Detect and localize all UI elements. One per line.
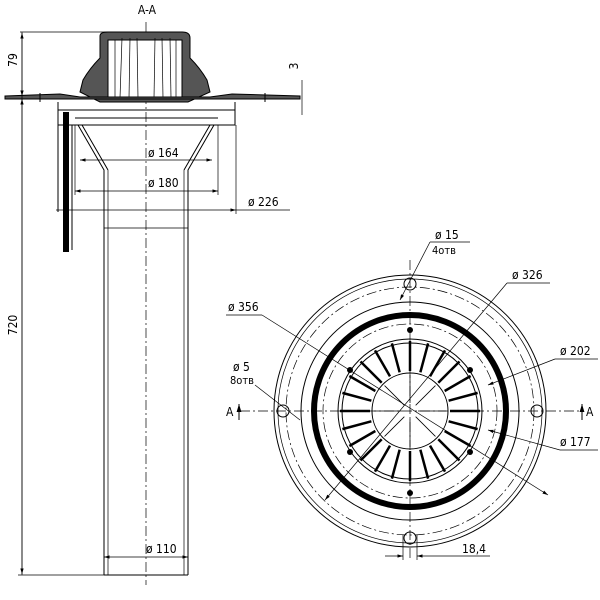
hub-spoke	[415, 385, 436, 406]
dim-d356: ø 356	[228, 300, 259, 314]
heating-cable	[63, 112, 69, 252]
dim-d164: ø 164	[148, 146, 179, 160]
dim-d5: ø 5	[233, 360, 250, 374]
grate-spoke	[444, 374, 472, 393]
grate-spoke	[437, 438, 461, 462]
dim-d177: ø 177	[560, 435, 591, 449]
section-view: A-A 79 72	[4, 3, 303, 585]
dim-d202: ø 202	[560, 344, 591, 358]
grate-spoke	[373, 349, 392, 377]
dim-d15: ø 15	[435, 228, 459, 242]
grate-spoke	[359, 360, 383, 384]
grate-spokes	[340, 341, 480, 481]
grate-spoke	[359, 438, 383, 462]
holes-4: 4отв	[432, 244, 456, 257]
grate-spoke	[390, 343, 401, 373]
mount-holes	[276, 277, 544, 545]
dim-d226: ø 226	[248, 195, 279, 209]
dim-d110: ø 110	[146, 542, 177, 556]
grate-spoke	[373, 445, 392, 473]
grate-spoke	[428, 445, 447, 473]
hub-spoke	[384, 385, 405, 406]
dome-ribs	[114, 37, 177, 99]
grate-spoke	[390, 449, 401, 479]
holes-8: 8отв	[230, 374, 254, 387]
grate-spoke	[448, 391, 478, 402]
dim-79: 79	[6, 53, 20, 67]
grate-spoke	[348, 374, 376, 393]
grate-spoke	[448, 420, 478, 431]
dim-3: 3	[287, 63, 301, 70]
dim-d326: ø 326	[512, 268, 543, 282]
cone	[77, 124, 215, 575]
section-mark-left: A	[226, 405, 234, 419]
dim-18-4: 18,4	[462, 542, 486, 556]
section-title: A-A	[138, 3, 157, 17]
dim-720: 720	[6, 315, 20, 336]
dim-d180: ø 180	[148, 176, 179, 190]
grate-spoke	[348, 429, 376, 448]
grate-spoke	[342, 420, 372, 431]
hub-spoke	[415, 416, 436, 437]
small-holes	[347, 327, 473, 496]
plan-view: A A ø 15 4отв ø 326 ø 356 ø 202 ø 5 8отв…	[226, 228, 598, 560]
drain-body	[57, 102, 236, 126]
flange	[4, 93, 301, 100]
grate-spoke	[437, 360, 461, 384]
grate-spoke	[419, 343, 430, 373]
grate-spoke	[419, 449, 430, 479]
section-mark-right: A	[586, 405, 594, 419]
hub-spoke	[384, 416, 405, 437]
grate-spoke	[342, 391, 372, 402]
